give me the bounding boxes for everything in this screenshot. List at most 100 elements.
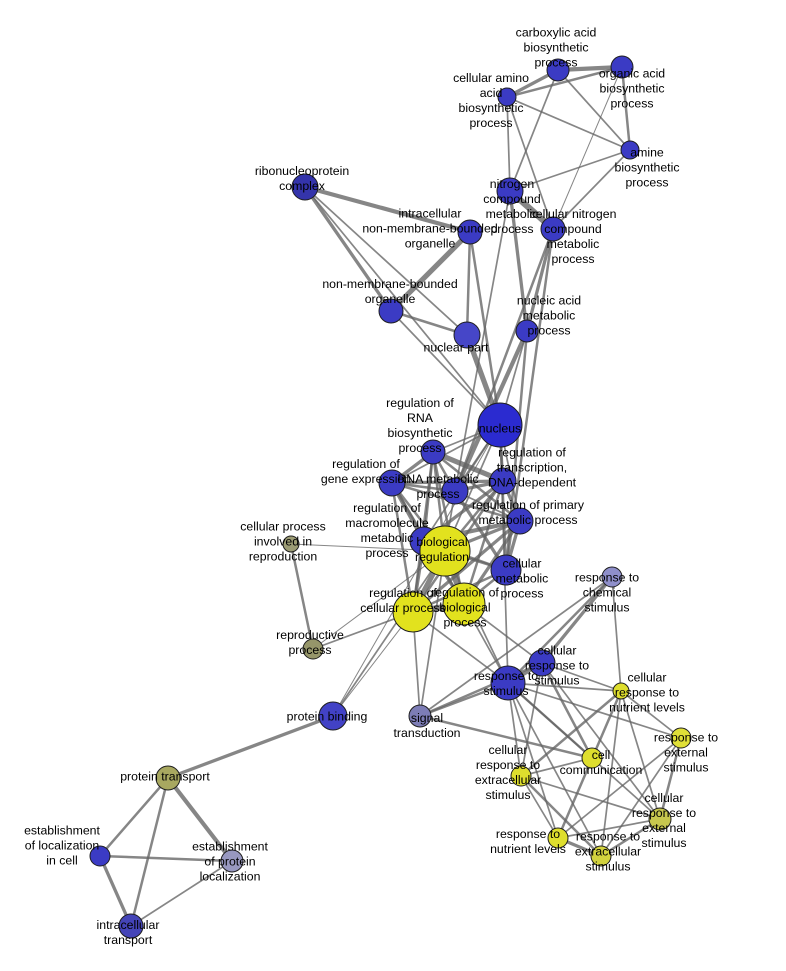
node-response_external[interactable]: response to external stimulus xyxy=(670,727,692,749)
edge-cellular_response_stimulus--signal_transduction xyxy=(418,661,544,718)
node-reg_primary_mp[interactable]: regulation of primary metabolic process xyxy=(506,507,534,535)
edge-cellular_response_nutrient--cellular_response_external xyxy=(620,690,661,820)
node-establishment_protein_localization[interactable]: establishment of protein localization xyxy=(220,849,244,873)
node-nucleus[interactable]: nucleus xyxy=(477,402,523,448)
edge-rnp_complex--nucleus xyxy=(304,186,501,426)
edge-nitrogen_compound_mp--nucleic_acid_mp xyxy=(508,189,529,333)
node-amine_bp[interactable]: amine biosynthetic process xyxy=(620,140,640,160)
edge-protein_transport--establishment_protein_localization xyxy=(165,775,235,864)
node-response_extracellular[interactable]: response to extracellular stimulus xyxy=(590,845,612,867)
edge-cellular_amino_acid_bp--amine_bp xyxy=(506,96,631,151)
node-cellular_amino_acid_bp[interactable]: cellular amino acid biosynthetic process xyxy=(497,87,517,107)
edge-organic_acid_bp--cellular_nitrogen_mp xyxy=(552,66,623,230)
node-cellular_response_nutrient[interactable]: cellular response to nutrient levels xyxy=(612,682,630,700)
edge-response_chemical--cellular_response_nutrient xyxy=(611,576,622,692)
node-reproductive_process[interactable]: reproductive process xyxy=(302,638,324,660)
edge-response_external--response_nutrient_levels xyxy=(557,737,682,839)
edge-response_extracellular--cellular_response_external xyxy=(599,817,662,858)
node-establishment_localization_cell[interactable]: establishment of localization in cell xyxy=(89,845,111,867)
edge-cellular_response_stimulus--response_chemical xyxy=(540,575,614,665)
edge-signal_transduction--response_chemical xyxy=(419,576,613,717)
edge-cellular_response_stimulus--cellular_response_extracellular xyxy=(520,662,543,777)
edge-establishment_localization_cell--establishment_protein_localization xyxy=(98,854,234,863)
edge-intracellular_nmbo--nmbo xyxy=(388,229,473,314)
node-response_stimulus[interactable]: response to stimulus xyxy=(490,665,526,701)
edge-cellular_response_stimulus--cellular_response_nutrient xyxy=(541,662,622,692)
edge-cellular_amino_acid_bp--nitrogen_compound_mp xyxy=(506,96,511,192)
edge-carboxylic_acid_bp--nitrogen_compound_mp xyxy=(509,69,559,192)
node-cellular_response_stimulus[interactable]: cellular response to stimulus xyxy=(528,649,556,677)
node-rna_mp[interactable]: RNA metabolic process xyxy=(441,477,469,505)
node-response_chemical[interactable]: response to chemical stimulus xyxy=(601,566,623,588)
edge-protein_transport--establishment_localization_cell xyxy=(98,776,170,858)
node-cp_reproduction[interactable]: cellular process involved in reproductio… xyxy=(282,535,300,553)
edge-establishment_localization_cell--intracellular_transport xyxy=(98,854,133,928)
node-nuclear_part[interactable]: nuclear part xyxy=(453,321,481,349)
edge-response_external--cellular_response_external xyxy=(658,736,683,821)
edge-protein_binding--reg_cellular_process xyxy=(332,611,414,717)
edge-protein_binding--biological_regulation xyxy=(332,550,446,717)
edge-cell_communication--cellular_response_extracellular xyxy=(520,757,593,777)
edge-reg_gene_expression--reg_cellular_process xyxy=(390,481,415,614)
edge-reg_primary_mp--reg_cellular_process xyxy=(411,519,522,614)
node-cellular_response_external[interactable]: cellular response to external stimulus xyxy=(648,807,672,831)
node-response_nutrient_levels[interactable]: response to nutrient levels xyxy=(547,827,569,849)
edge-cellular_nitrogen_mp--nucleic_acid_mp xyxy=(525,227,555,333)
edge-cellular_response_nutrient--response_external xyxy=(620,690,682,739)
edges-layer xyxy=(98,64,683,928)
node-cell_communication[interactable]: cell communication xyxy=(581,747,603,769)
edge-protein_binding--protein_transport xyxy=(166,714,335,780)
edge-protein_transport--intracellular_transport xyxy=(129,776,170,928)
edge-reg_transcription--reg_biological_process xyxy=(462,479,505,606)
edge-cellular_response_extracellular--response_nutrient_levels xyxy=(520,775,559,839)
edge-cellular_response_extracellular--cellular_response_external xyxy=(520,775,661,820)
edge-organic_acid_bp--cellular_amino_acid_bp xyxy=(505,65,624,99)
edge-response_stimulus--cellular_response_nutrient xyxy=(507,682,622,692)
edge-signal_transduction--biological_regulation xyxy=(419,550,446,717)
edge-nmbo--nucleus xyxy=(390,310,501,426)
node-nitrogen_compound_mp[interactable]: nitrogen compound metabolic process xyxy=(496,177,524,205)
node-biological_regulation[interactable]: biological regulation xyxy=(419,525,471,577)
node-reg_biological_process[interactable]: regulation of biological process xyxy=(442,582,486,626)
node-cellular_response_extracellular[interactable]: cellular response to extracellular stimu… xyxy=(510,765,532,787)
node-intracellular_transport[interactable]: intracellular transport xyxy=(118,913,144,939)
node-nucleic_acid_mp[interactable]: nucleic acid metabolic process xyxy=(515,319,539,343)
edge-cellular_response_extracellular--response_extracellular xyxy=(519,774,603,858)
node-reg_transcription[interactable]: regulation of transcription, DNA-depende… xyxy=(489,467,517,495)
node-reg_gene_expression[interactable]: regulation of gene expression xyxy=(378,469,406,497)
edge-response_stimulus--response_chemical xyxy=(506,575,614,685)
node-rnp_complex[interactable]: ribonucleoprotein complex xyxy=(291,173,319,201)
edge-organic_acid_bp--amine_bp xyxy=(620,65,632,152)
node-carboxylic_acid_bp[interactable]: carboxylic acid biosynthetic process xyxy=(546,58,570,82)
edge-nitrogen_compound_mp--rna_mp xyxy=(454,190,511,492)
edge-establishment_protein_localization--intracellular_transport xyxy=(130,860,233,927)
edge-signal_transduction--cell_communication xyxy=(418,714,594,760)
edge-cellular_response_stimulus--cell_communication xyxy=(540,661,594,760)
edge-protein_binding--nucleus xyxy=(332,424,501,717)
edge-cellular_response_nutrient--response_extracellular xyxy=(600,690,622,857)
node-reg_rna_bp[interactable]: regulation of RNA biosynthetic process xyxy=(420,439,446,465)
node-signal_transduction[interactable]: signal transduction xyxy=(408,704,432,728)
node-intracellular_nmbo[interactable]: intracellular non-membrane-bounded organ… xyxy=(457,219,483,245)
edge-cellular_response_stimulus--cellular_response_external xyxy=(541,662,661,820)
edge-cellular_nitrogen_mp--rna_mp xyxy=(453,227,555,493)
node-cellular_nitrogen_mp[interactable]: cellular nitrogen compound metabolic pro… xyxy=(540,216,566,242)
node-protein_transport[interactable]: protein transport xyxy=(155,765,181,791)
node-nmbo[interactable]: non-membrane-bounded organelle xyxy=(378,298,404,324)
edge-reproductive_process--biological_regulation xyxy=(312,550,446,650)
node-protein_binding[interactable]: protein binding xyxy=(318,701,348,731)
node-reg_cellular_process[interactable]: regulation of cellular process xyxy=(392,591,434,633)
node-cellular_mp[interactable]: cellular metabolic process xyxy=(490,554,522,586)
edge-response_stimulus--response_nutrient_levels xyxy=(507,682,559,839)
edge-amine_bp--nitrogen_compound_mp xyxy=(509,149,631,192)
edge-response_stimulus--response_extracellular xyxy=(507,682,602,857)
node-organic_acid_bp[interactable]: organic acid biosynthetic process xyxy=(610,55,634,79)
edge-response_nutrient_levels--cellular_response_external xyxy=(557,818,661,839)
